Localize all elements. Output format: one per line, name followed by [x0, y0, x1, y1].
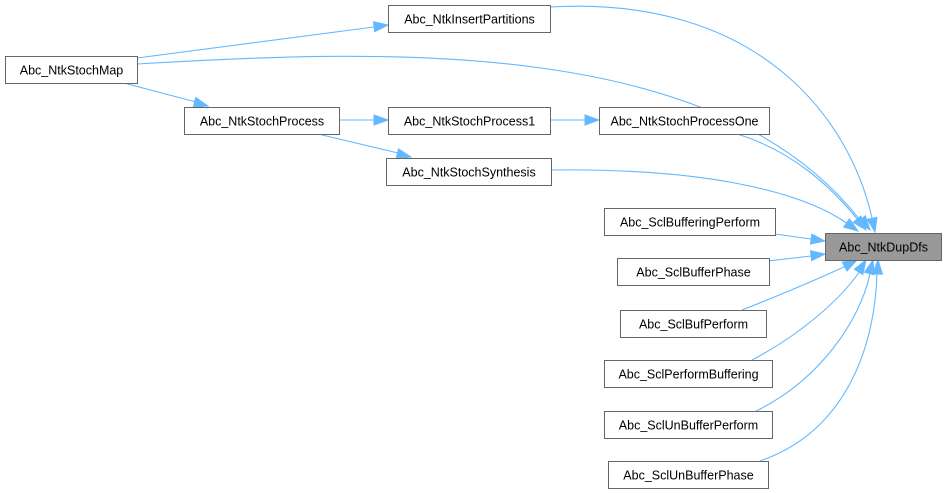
- edge-unbufphase-to-dupdfs: [759, 258, 884, 462]
- edge-proc-to-synth: [317, 133, 413, 160]
- arrowhead-icon: [192, 96, 210, 108]
- node-box: [604, 360, 773, 388]
- edge-line: [550, 169, 849, 225]
- edge-line: [123, 82, 197, 103]
- edge-perfbuf-to-dupdfs: [751, 258, 867, 361]
- node-label: Abc_SclPerformBuffering: [618, 368, 758, 382]
- caller-node[interactable]: Abc_NtkStochSynthesis: [386, 158, 552, 186]
- edge-proc1-to-procone: [550, 114, 601, 126]
- edge-line: [755, 273, 871, 412]
- edge-map-to-insert: [136, 21, 390, 59]
- node-label: Abc_NtkDupDfs: [839, 241, 928, 255]
- caller-node[interactable]: Abc_SclBufPerform: [620, 310, 767, 338]
- edge-map-to-dupdfs: [136, 55, 871, 232]
- node-label: Abc_NtkStochSynthesis: [402, 166, 535, 180]
- node-label: Abc_NtkStochMap: [20, 64, 124, 78]
- node-box: [599, 107, 770, 135]
- edge-line: [136, 55, 861, 221]
- edge-map-to-proc: [123, 82, 210, 108]
- node-label: Abc_SclBufferingPerform: [620, 216, 760, 230]
- arrowhead-icon: [584, 114, 601, 126]
- arrowhead-icon: [852, 215, 867, 232]
- arrowhead-icon: [871, 258, 884, 275]
- caller-node[interactable]: Abc_SclUnBufferPerform: [604, 411, 773, 439]
- arrowhead-icon: [373, 114, 390, 126]
- edge-bufp-to-dupdfs: [741, 259, 859, 311]
- edge-line: [741, 265, 847, 311]
- edge-procone-to-dupdfs: [736, 133, 867, 232]
- edge-line: [751, 270, 861, 361]
- arrowhead-icon: [809, 233, 827, 245]
- caller-node[interactable]: Abc_NtkStochProcess1: [388, 107, 551, 135]
- node-label: Abc_NtkStochProcess1: [404, 115, 535, 129]
- node-box: [184, 107, 340, 135]
- node-label: Abc_NtkStochProcess: [200, 115, 324, 129]
- caller-node[interactable]: Abc_NtkStochMap: [5, 56, 138, 84]
- edge-insert-to-dupdfs: [549, 5, 878, 234]
- caller-node[interactable]: Abc_NtkStochProcessOne: [599, 107, 770, 135]
- edge-line: [759, 273, 878, 462]
- node-label: Abc_SclBufPerform: [639, 318, 748, 332]
- node-box: [608, 461, 769, 489]
- node-label: Abc_SclBufferPhase: [636, 266, 750, 280]
- arrowhead-icon: [842, 218, 860, 232]
- node-box: [617, 258, 770, 286]
- node-label: Abc_NtkInsertPartitions: [404, 13, 535, 27]
- node-box: [604, 411, 773, 439]
- edge-line: [317, 133, 399, 154]
- caller-node[interactable]: Abc_NtkStochProcess: [184, 107, 340, 135]
- edge-bufperf-to-dupdfs: [774, 233, 827, 245]
- node-box: [620, 310, 767, 338]
- edge-line: [136, 26, 375, 59]
- node-box: [5, 56, 138, 84]
- caller-node[interactable]: Abc_SclBufferingPerform: [604, 208, 776, 236]
- edge-line: [774, 233, 812, 240]
- focus-node[interactable]: Abc_NtkDupDfs: [825, 233, 942, 261]
- node-box: [825, 233, 942, 261]
- edge-unbufperf-to-dupdfs: [755, 258, 875, 412]
- edge-proc-to-proc1: [339, 114, 390, 126]
- caller-node[interactable]: Abc_SclPerformBuffering: [604, 360, 773, 388]
- arrowhead-icon: [863, 258, 875, 276]
- node-box: [386, 158, 552, 186]
- node-label: Abc_SclUnBufferPerform: [619, 419, 758, 433]
- arrowhead-icon: [809, 250, 827, 262]
- node-box: [388, 107, 551, 135]
- edge-line: [549, 5, 873, 219]
- node-box: [604, 208, 776, 236]
- edge-line: [736, 133, 859, 221]
- node-label: Abc_NtkStochProcessOne: [611, 115, 759, 129]
- caller-node[interactable]: Abc_SclBufferPhase: [617, 258, 770, 286]
- arrowhead-icon: [395, 148, 413, 160]
- edge-synth-to-dupdfs: [550, 169, 860, 232]
- node-label: Abc_SclUnBufferPhase: [623, 469, 753, 483]
- arrowhead-icon: [866, 216, 878, 234]
- arrowhead-icon: [372, 21, 390, 33]
- node-box: [388, 5, 551, 33]
- caller-node[interactable]: Abc_NtkInsertPartitions: [388, 5, 551, 33]
- arrowhead-icon: [841, 259, 859, 272]
- arrowhead-icon: [853, 258, 867, 276]
- caller-node[interactable]: Abc_SclUnBufferPhase: [608, 461, 769, 489]
